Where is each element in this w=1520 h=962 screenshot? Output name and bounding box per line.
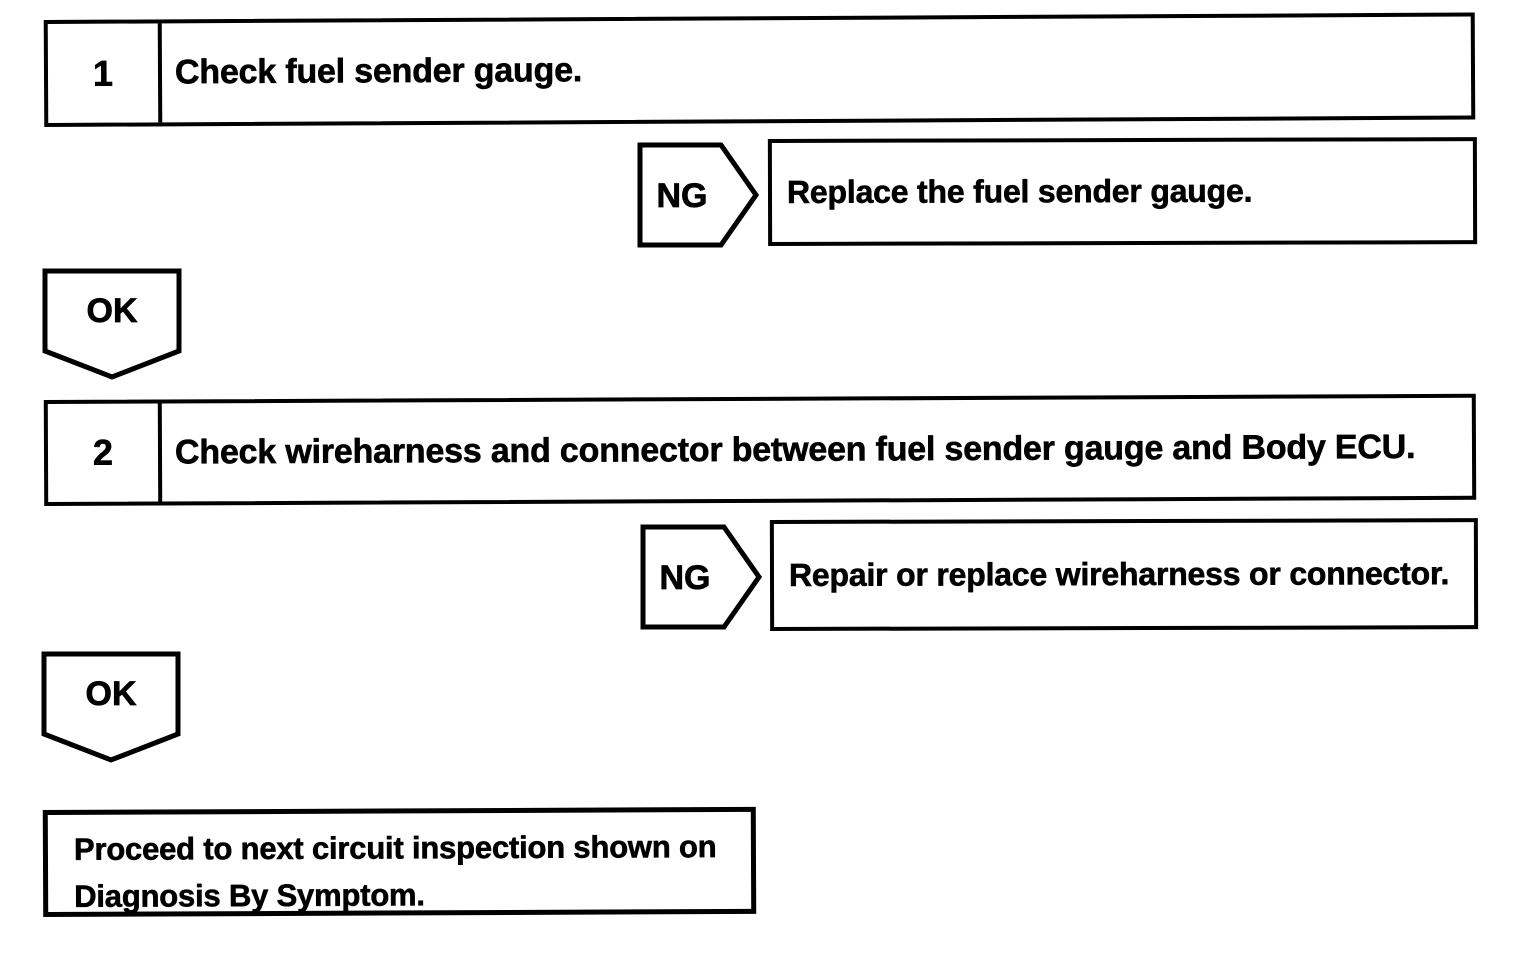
ok-arrow-2-shape [41,651,181,763]
ok-arrow-2: OK [41,651,181,763]
step-2-number: 2 [47,403,163,502]
ng-1-action-box: Replace the fuel sender gauge. [767,137,1478,246]
ng-1-action-text: Replace the fuel sender gauge. [786,172,1253,210]
ok-arrow-1-shape [42,268,182,380]
ng-arrow-2-shape [640,524,763,630]
ok-arrow-1: OK [42,268,182,380]
ng-1-label: NG [657,177,708,215]
terminal-text-line1: Proceed to next circuit inspection shown… [73,829,717,867]
ng-2-label: NG [660,559,711,597]
ng-2-action-text: Repair or replace wireharness or connect… [788,555,1450,593]
step-2-instruction: Check wireharness and connector between … [174,427,1416,471]
ng-arrow-2: NG [640,524,763,630]
step-2-box: 2 Check wireharness and connector betwee… [43,393,1477,506]
step-1-number: 1 [47,23,163,123]
ng-arrow-1: NG [637,142,760,248]
ng-arrow-1-shape [637,142,760,248]
step-1-box: 1 Check fuel sender gauge. [43,12,1476,127]
step-1-instruction: Check fuel sender gauge. [174,51,583,92]
ok-2-label: OK [86,675,137,713]
terminal-box: Proceed to next circuit inspection shown… [42,806,757,917]
terminal-text-line2: Diagnosis By Symptom. [74,877,425,914]
ng-2-action-box: Repair or replace wireharness or connect… [769,518,1479,631]
ok-1-label: OK [87,292,138,330]
